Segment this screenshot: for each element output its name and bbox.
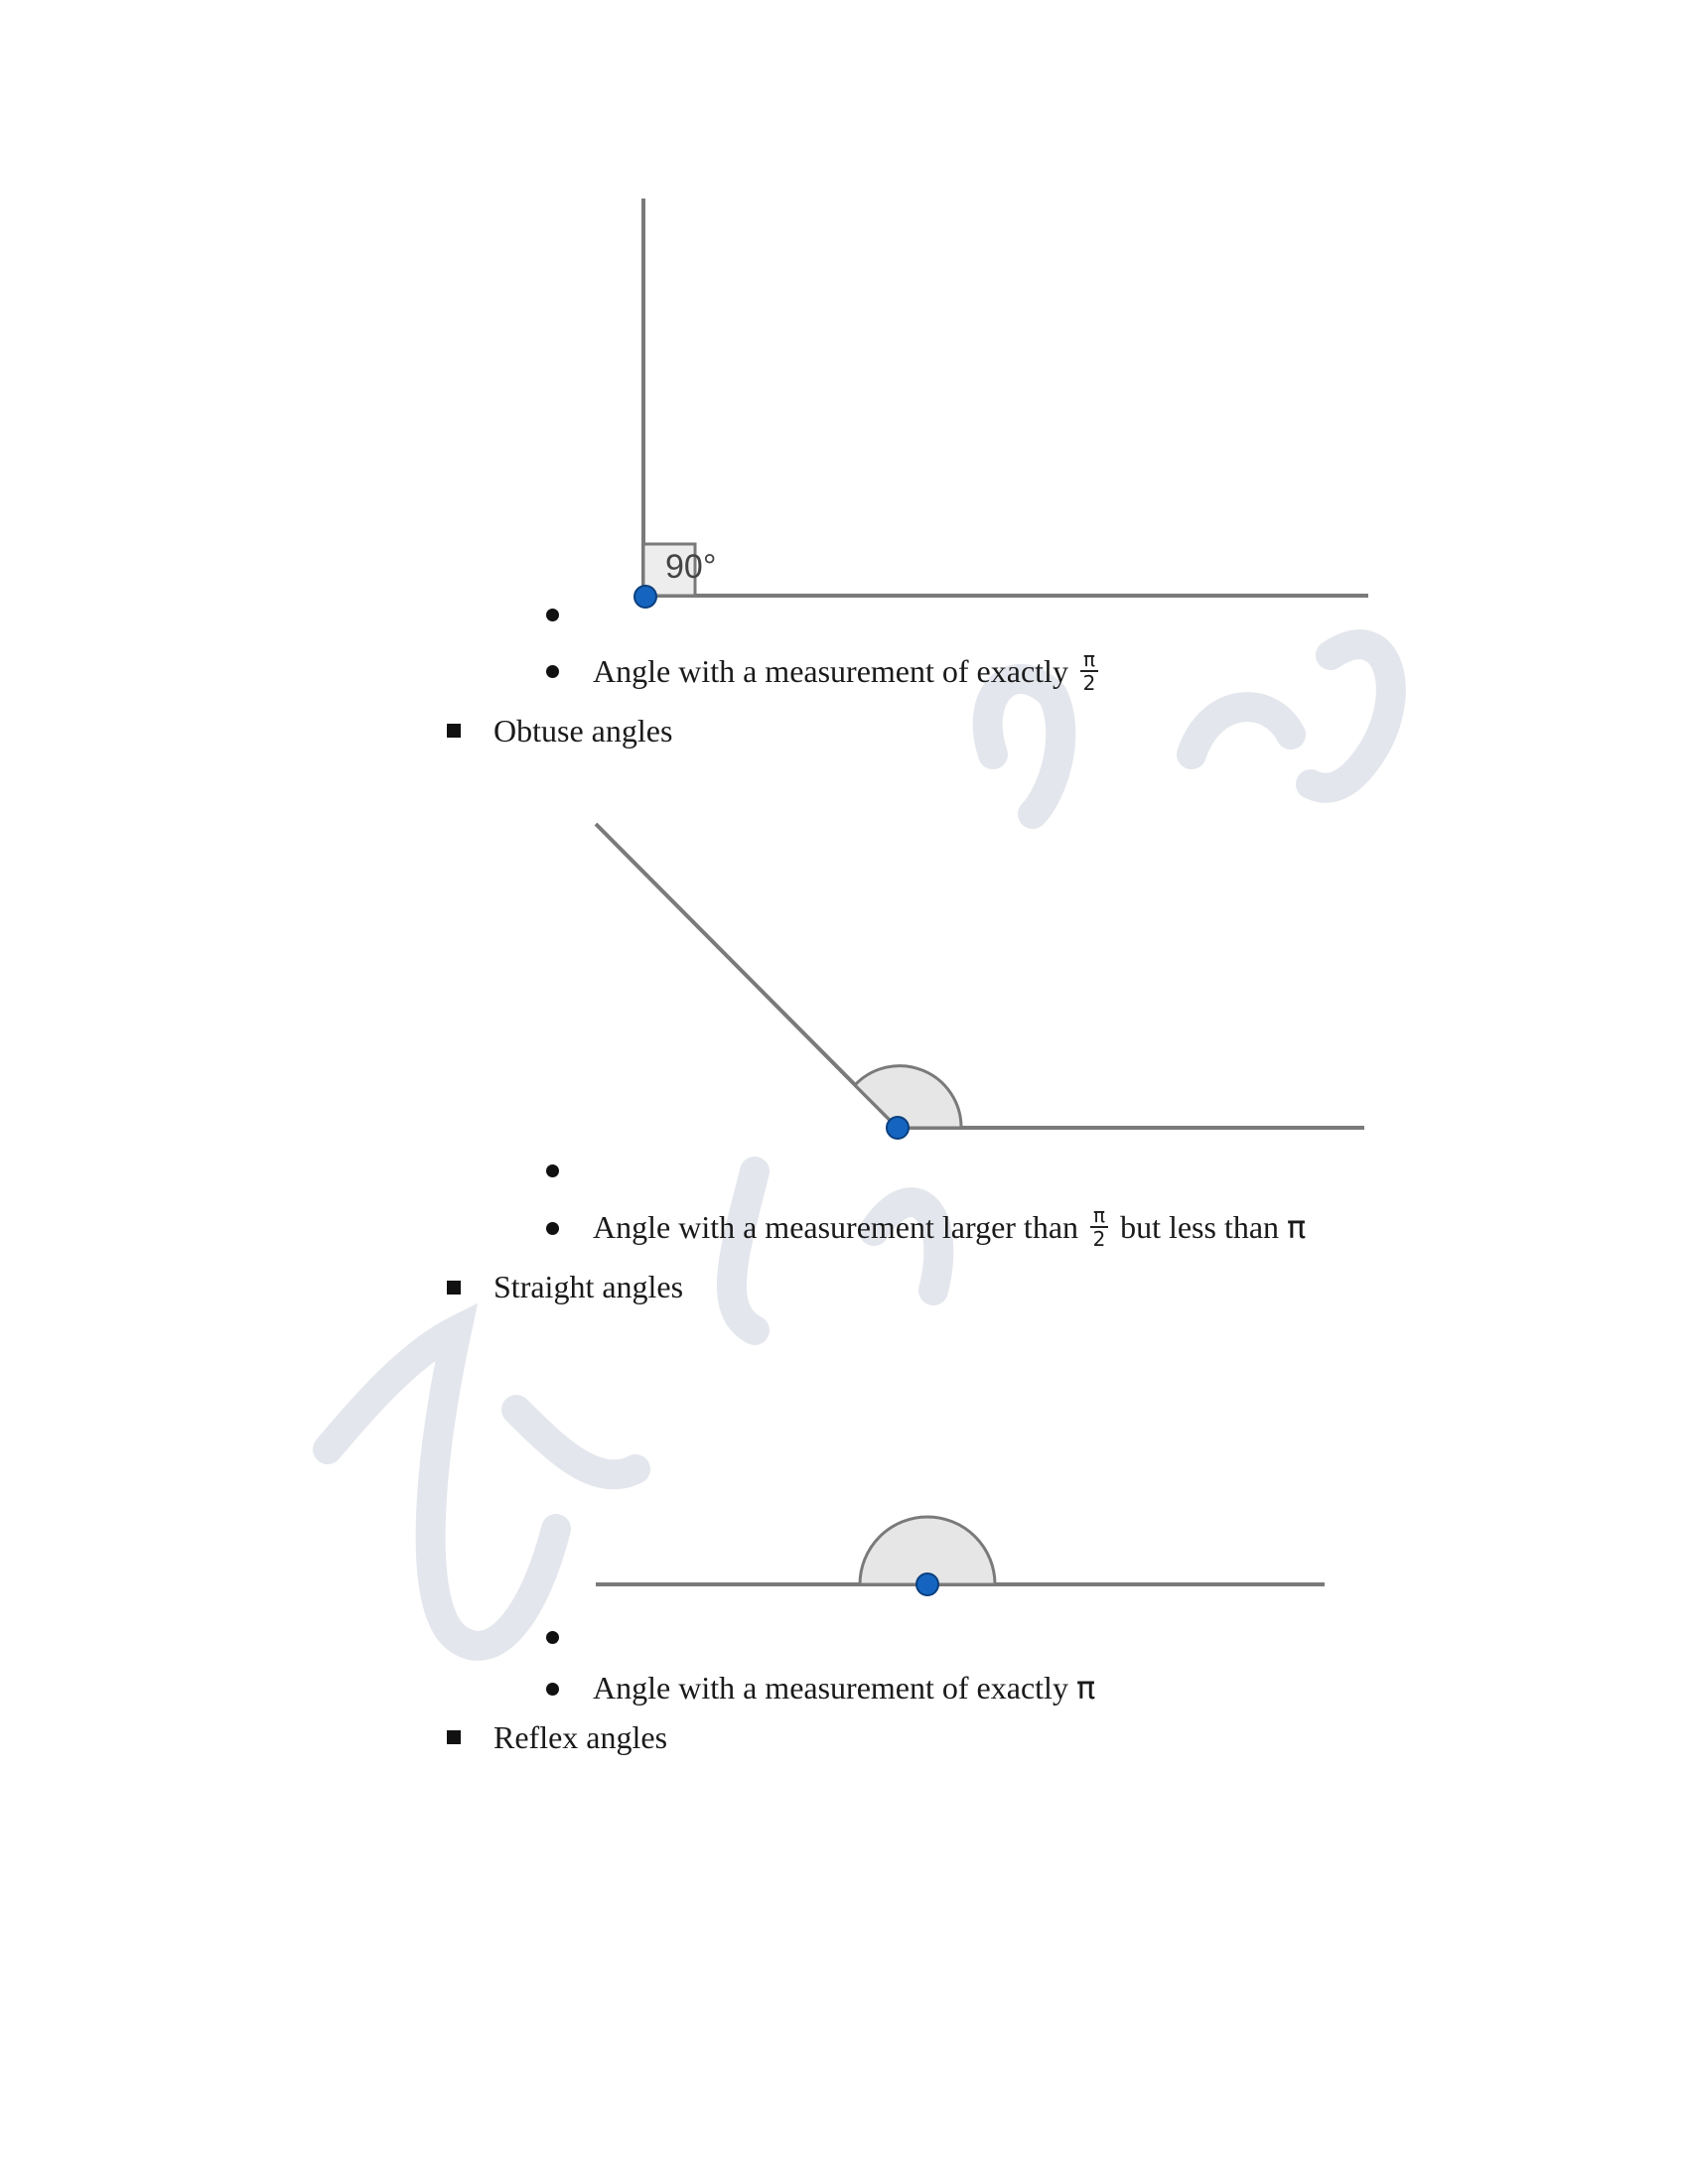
straight-angle-vertex [915,1572,939,1596]
straight-description: Angle with a measurement of exactly π [593,1668,1095,1707]
obtuse-angle-vertex [886,1116,910,1140]
list-bullet [546,665,559,678]
obtuse-angle-slanted-ray [594,822,900,1130]
empty-bullet [546,1164,559,1177]
straight-description-text: Angle with a measurement of exactly [593,1670,1076,1706]
empty-bullet [546,1631,559,1644]
list-bullet [546,1683,559,1696]
obtuse-heading: Obtuse angles [493,713,673,749]
straight-heading: Straight angles [493,1269,684,1304]
right-angle-label: 90° [665,548,716,586]
obtuse-description-text: Angle with a measurement larger than [593,1209,1087,1245]
straight-angle-arc [858,1515,997,1586]
right-angle-description-text: Angle with a measurement of exactly [593,653,1076,689]
square-bullet [447,1730,461,1744]
empty-bullet [546,609,559,621]
obtuse-description-suffix: but less than [1112,1209,1288,1245]
square-bullet [447,724,461,738]
reflex-heading: Reflex angles [493,1719,668,1755]
pi-symbol: π [1287,1208,1307,1246]
obtuse-angle-arc [852,1064,963,1130]
right-angle-vertex [633,585,657,609]
list-bullet [546,1222,559,1235]
pi-symbol: π [1075,1669,1096,1706]
square-bullet [447,1281,461,1295]
